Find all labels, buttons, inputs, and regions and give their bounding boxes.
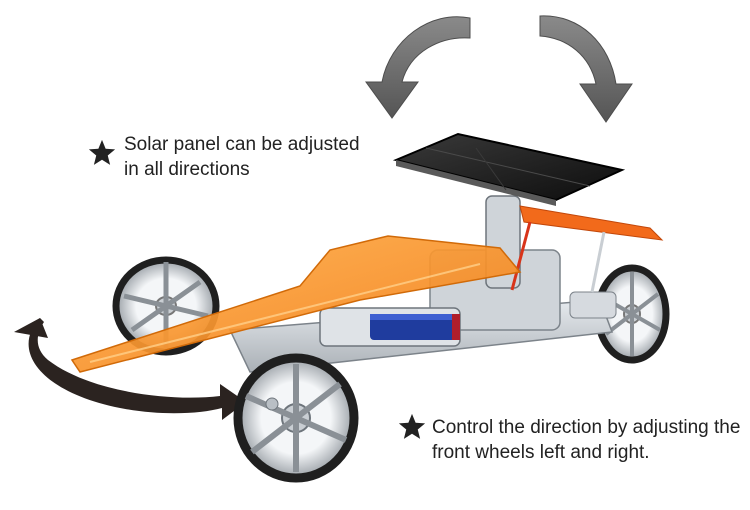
- rear-wing: [510, 205, 664, 293]
- solar-panel-caption-line-1: Solar panel can be adjusted: [124, 134, 360, 155]
- front-left-wheel: [233, 353, 359, 483]
- steering-caption-line-1: Control the direction by adjusting the: [432, 417, 741, 438]
- panel-rotate-left-arrow-icon: [365, 16, 471, 119]
- solar-panel: [392, 132, 626, 206]
- panel-rotate-right-arrow-icon: [539, 15, 633, 123]
- steering-arrow-icon: [14, 318, 246, 420]
- battery-pack: [319, 307, 461, 347]
- orange-car-body: [70, 235, 522, 373]
- star-icon: [398, 413, 426, 439]
- star-icon: [88, 139, 116, 165]
- steering-caption: Control the direction by adjusting the f…: [432, 415, 740, 465]
- steering-caption-line-2: front wheels left and right.: [432, 442, 650, 463]
- solar-panel-caption-line-2: in all directions: [124, 159, 250, 180]
- solar-panel-caption: Solar panel can be adjusted in all direc…: [124, 132, 360, 182]
- rear-right-wheel: [594, 264, 670, 364]
